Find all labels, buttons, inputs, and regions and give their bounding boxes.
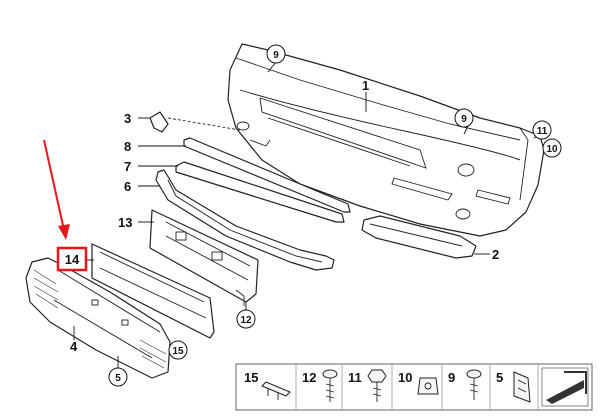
licence-plate-base[interactable] <box>149 209 259 306</box>
clip-strip-icon <box>261 381 291 400</box>
licence-plate-frame[interactable] <box>91 243 215 339</box>
svg-text:11: 11 <box>537 126 548 137</box>
callout-3: 3 <box>124 111 131 126</box>
callout-12: 12 <box>236 309 256 329</box>
svg-text:5: 5 <box>115 373 121 384</box>
callout-7: 7 <box>124 159 131 174</box>
callout-1: 1 <box>362 78 369 93</box>
svg-text:9: 9 <box>273 50 279 61</box>
callout-15: 15 <box>168 340 188 360</box>
callout-8: 8 <box>124 139 131 154</box>
svg-text:15: 15 <box>172 346 184 357</box>
legend-item-9[interactable]: 9 <box>448 369 482 400</box>
bumper-cover[interactable] <box>227 43 545 237</box>
svg-text:9: 9 <box>461 114 467 125</box>
svg-text:9: 9 <box>448 370 455 385</box>
legend-item-15[interactable]: 15 <box>244 370 291 400</box>
legend-item-12[interactable]: 12 <box>302 369 338 402</box>
legend-item-10[interactable]: 10 <box>398 370 439 395</box>
nut-clip-icon <box>417 377 439 395</box>
legend-item-5[interactable]: 5 <box>496 370 531 403</box>
svg-text:11: 11 <box>348 370 362 385</box>
svg-text:12: 12 <box>302 370 316 385</box>
svg-text:5: 5 <box>496 370 503 385</box>
callout-4: 4 <box>70 339 78 354</box>
red-arrow-icon <box>43 139 70 240</box>
bracket-clip-icon <box>513 371 531 403</box>
svg-text:14: 14 <box>65 252 80 267</box>
callout-6: 6 <box>124 179 131 194</box>
bolt-icon <box>466 369 482 400</box>
legend-item-11[interactable]: 11 <box>348 369 387 402</box>
hex-bolt-icon <box>367 369 387 402</box>
callout-11: 11 <box>532 120 552 140</box>
side-moulding[interactable] <box>361 215 477 259</box>
callout-5: 5 <box>108 367 128 387</box>
callout-9-right: 9 <box>454 108 474 128</box>
screw-icon <box>322 369 338 402</box>
callout-2: 2 <box>492 247 499 262</box>
middle-trim-strip[interactable] <box>175 161 345 223</box>
svg-text:12: 12 <box>240 315 252 326</box>
svg-text:10: 10 <box>546 144 558 155</box>
clip-part[interactable] <box>149 111 241 133</box>
exploded-view-arrow-icon <box>541 367 589 407</box>
callout-14-highlight: 14 <box>56 246 88 272</box>
svg-text:15: 15 <box>244 370 258 385</box>
callout-9-top: 9 <box>266 44 286 64</box>
grille-bezel[interactable] <box>155 169 335 271</box>
legend-strip <box>235 363 593 411</box>
callout-13: 13 <box>118 215 132 230</box>
svg-text:10: 10 <box>398 370 412 385</box>
callout-10: 10 <box>542 138 562 158</box>
